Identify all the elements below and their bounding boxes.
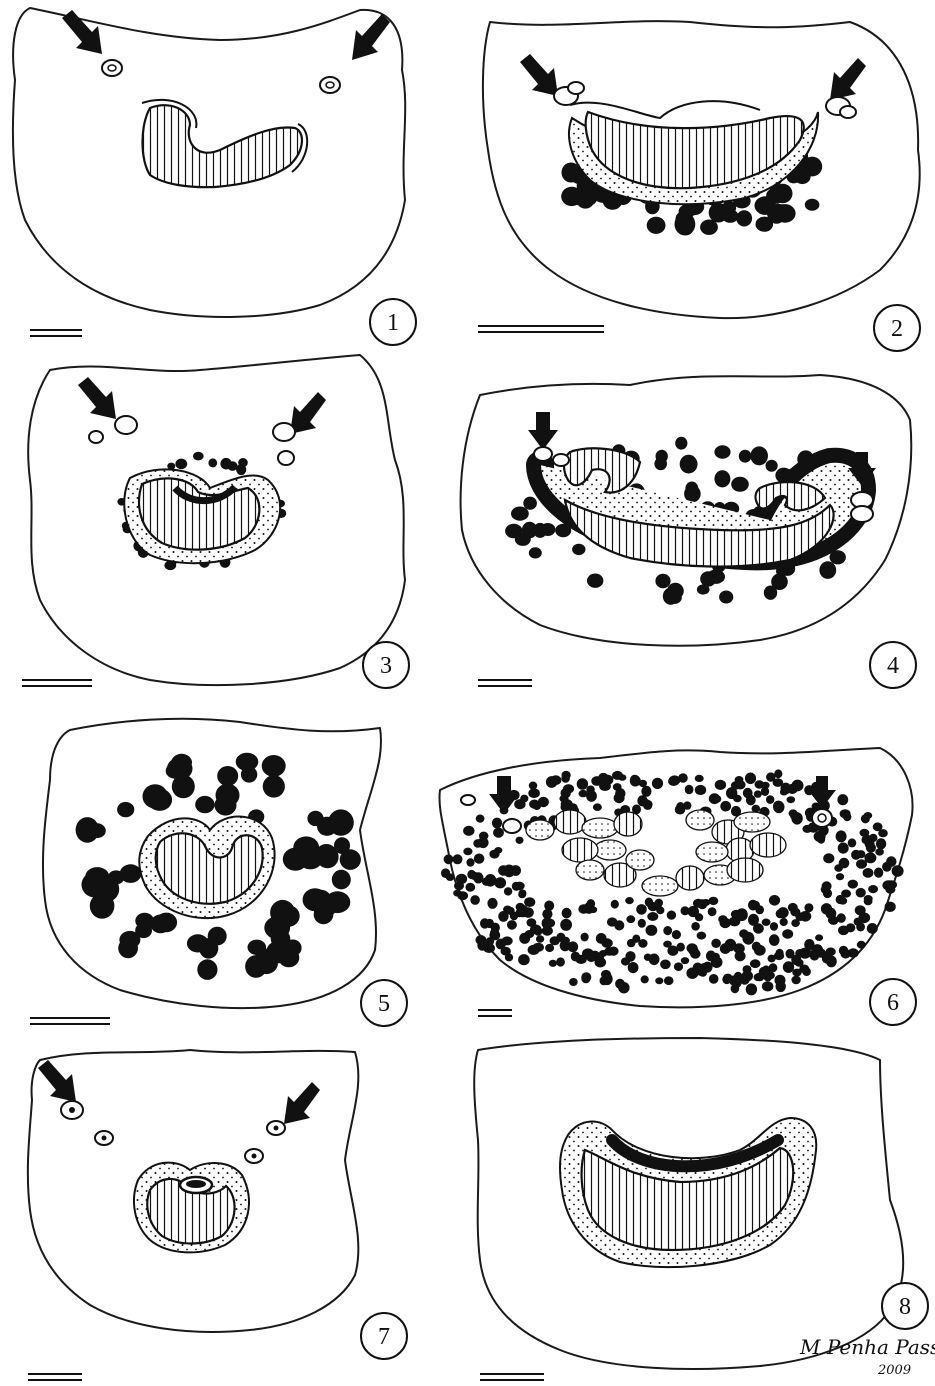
panel-4: 4 — [461, 375, 916, 688]
svg-text:3: 3 — [380, 653, 392, 679]
panel-number: 2 — [874, 305, 920, 351]
panel-8: 8 — [474, 1038, 928, 1380]
svg-text:4: 4 — [887, 653, 899, 679]
artist-signature: M Penha Passos 2009 — [799, 1335, 935, 1378]
panel-number: 6 — [870, 979, 916, 1025]
panel-number: 8 — [882, 1283, 928, 1329]
secretory-duct — [320, 77, 340, 93]
svg-text:2: 2 — [891, 316, 903, 342]
svg-text:M Penha Passos: M Penha Passos — [799, 1335, 935, 1359]
panel-3: 3 — [22, 355, 409, 688]
panel-2: 2 — [478, 21, 920, 351]
panel-number: 5 — [361, 980, 407, 1026]
secretory-duct — [812, 809, 832, 827]
svg-text:8: 8 — [899, 1294, 911, 1320]
panel-5: 5 — [30, 719, 407, 1026]
svg-text:1: 1 — [387, 310, 399, 336]
svg-text:2009: 2009 — [877, 1363, 911, 1378]
secretory-duct — [102, 60, 122, 76]
panel-number: 7 — [361, 1313, 407, 1359]
svg-text:6: 6 — [887, 990, 899, 1016]
panel-7: 7 — [28, 1050, 407, 1380]
panel-number: 1 — [370, 299, 416, 345]
panel-number: 4 — [870, 642, 916, 688]
panel-1: 1 — [13, 8, 416, 345]
svg-text:5: 5 — [378, 991, 390, 1017]
panel-number: 3 — [363, 642, 409, 688]
panel-6: 6 — [439, 748, 916, 1025]
svg-text:7: 7 — [378, 1324, 390, 1350]
